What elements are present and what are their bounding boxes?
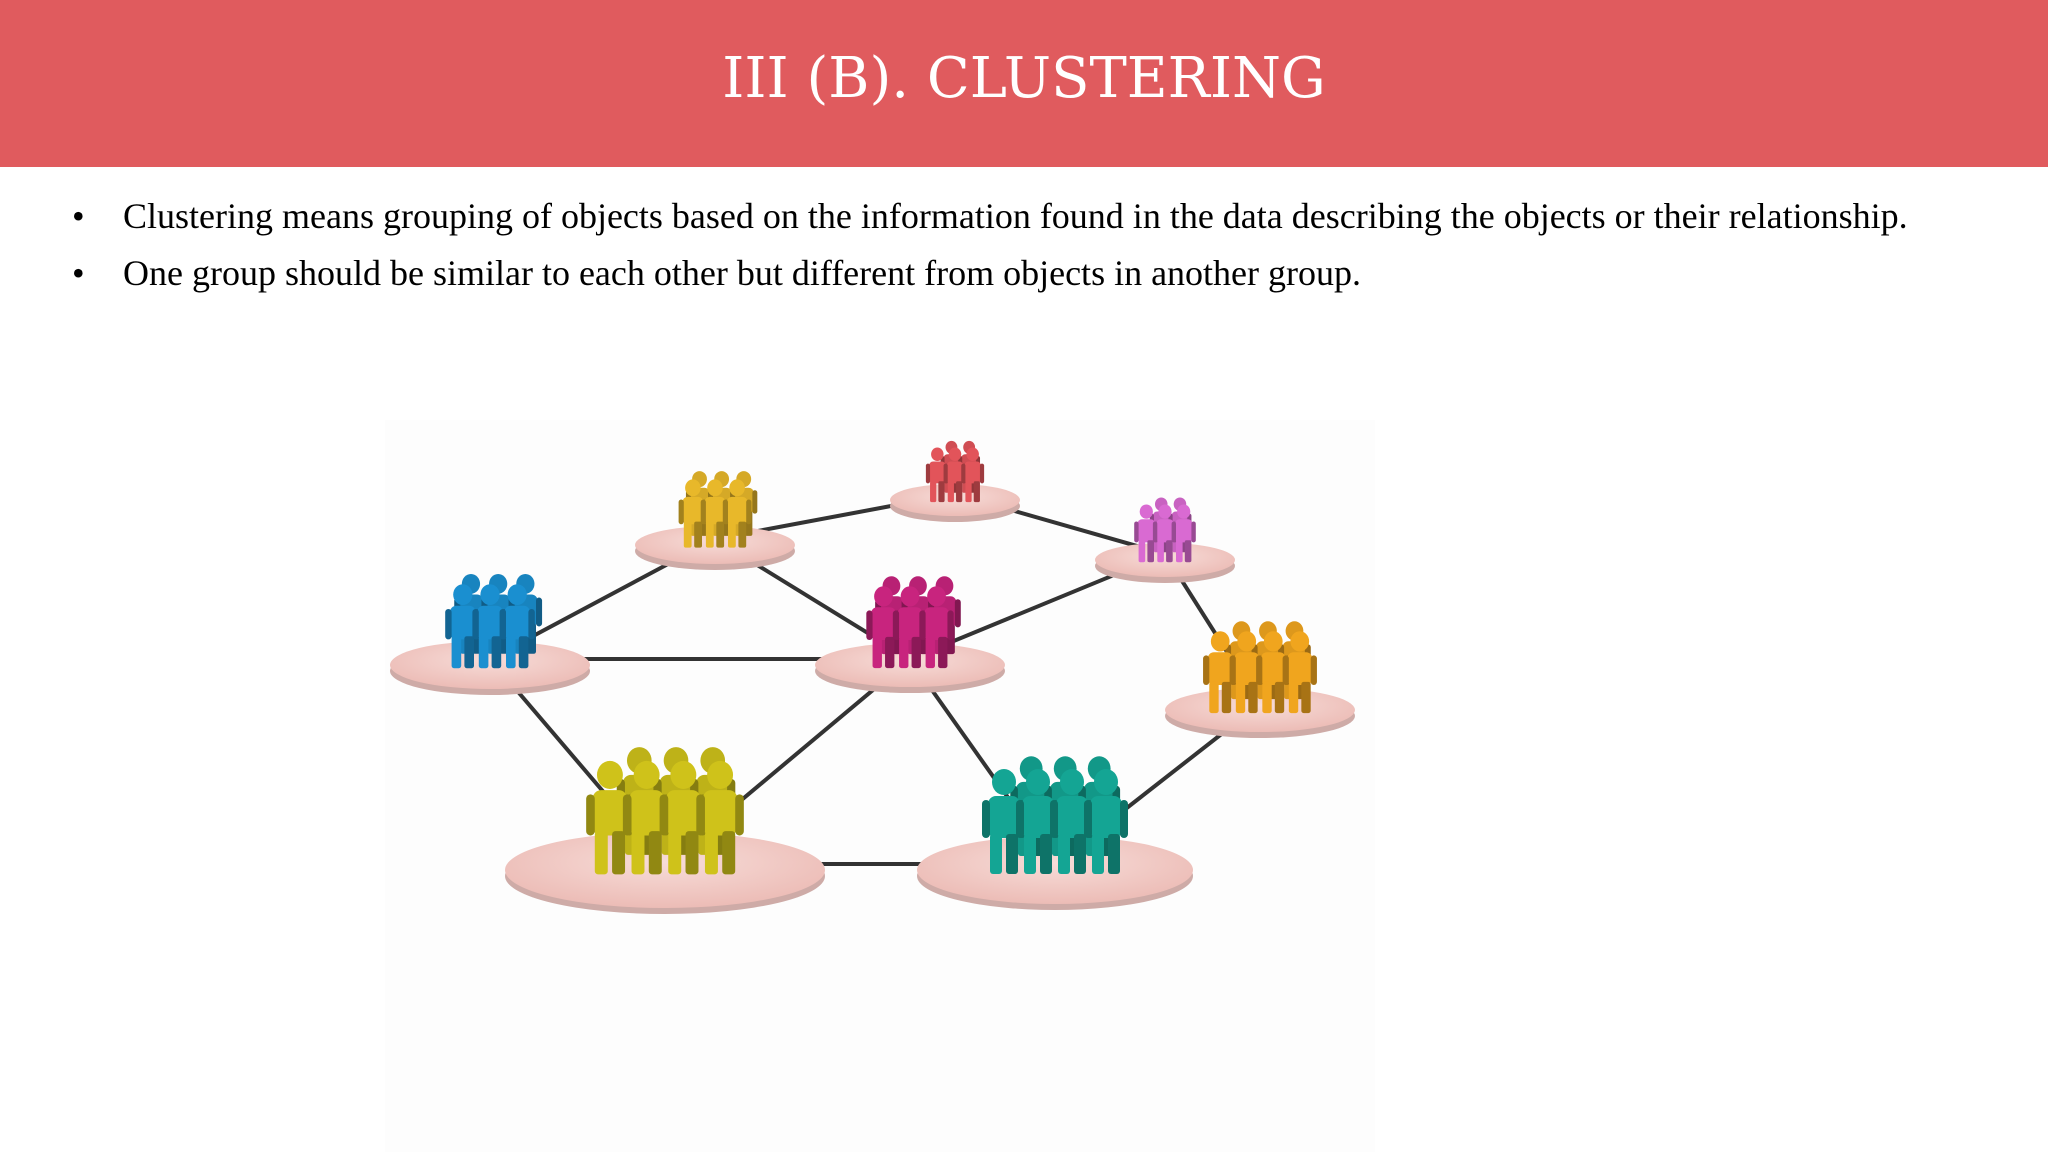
blue-group <box>390 574 590 695</box>
teal-group <box>917 756 1193 910</box>
clustering-illustration <box>385 420 1375 1152</box>
person-icon <box>892 586 928 669</box>
person-icon <box>586 760 634 875</box>
slide-title: III (B). CLUSTERING <box>722 46 1326 111</box>
person-icon <box>1152 504 1178 563</box>
person-icon <box>961 447 985 503</box>
person-icon <box>722 479 752 548</box>
person-icon <box>445 584 481 669</box>
platform-disk <box>505 832 825 908</box>
bullet-icon: • <box>72 253 85 293</box>
bullet-list: • Clustering means grouping of objects b… <box>70 188 2030 302</box>
platform-disk <box>1095 543 1235 577</box>
title-bar <box>0 0 2048 167</box>
person-icon <box>1084 769 1128 874</box>
bullet-icon: • <box>72 196 85 236</box>
cluster-groups <box>390 440 1355 914</box>
person-icon <box>622 760 671 875</box>
person-icon <box>982 769 1026 874</box>
magenta-group <box>815 576 1005 693</box>
bullet-item: • Clustering means grouping of objects b… <box>70 188 2030 245</box>
person-icon <box>919 586 954 669</box>
people-network-icon <box>390 440 1355 914</box>
bullet-item: • One group should be similar to each ot… <box>70 245 2030 302</box>
person-icon <box>499 584 535 669</box>
person-icon <box>1282 631 1317 714</box>
bullet-text: One group should be similar to each othe… <box>123 253 1362 293</box>
yellow-group <box>505 747 825 914</box>
red-group <box>890 440 1020 522</box>
gold-group <box>635 471 795 570</box>
pink-group <box>1095 497 1235 583</box>
platform-disk <box>890 484 1020 516</box>
person-icon <box>1256 631 1291 714</box>
bullet-text: Clustering means grouping of objects bas… <box>123 196 1908 236</box>
person-icon <box>1171 504 1196 563</box>
person-icon <box>678 479 708 548</box>
person-icon <box>943 447 967 503</box>
platform-disk <box>917 836 1193 904</box>
person-icon <box>696 760 744 875</box>
platform-disk <box>635 526 795 564</box>
platform-disk <box>390 641 590 689</box>
platform-disk <box>815 643 1005 687</box>
orange-group <box>1165 621 1355 738</box>
